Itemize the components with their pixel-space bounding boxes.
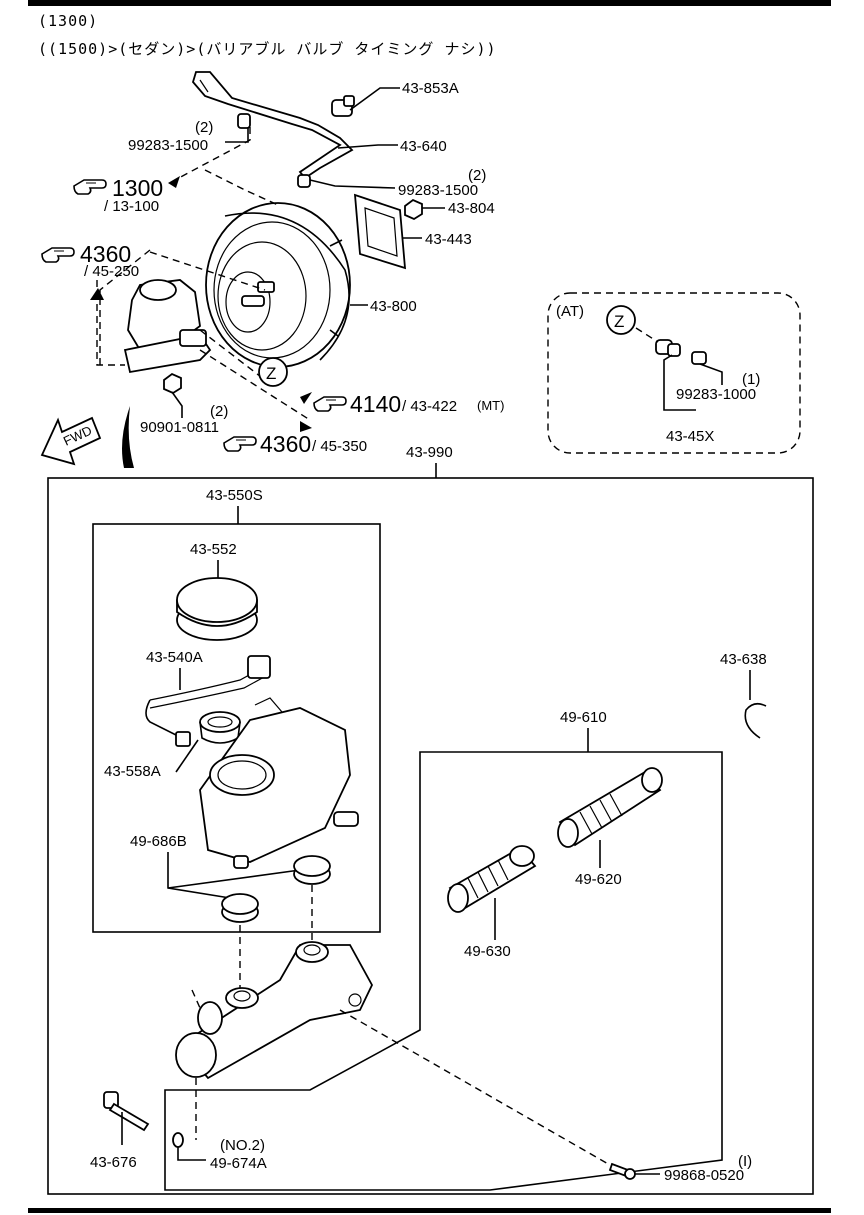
piston-kit-box [164,751,723,1191]
label-43-550S: 43-550S [206,487,263,504]
header-line-1: (1300) [38,12,99,30]
qty-label-b: (2) [468,167,486,184]
header-line-2: ((1500)>(セダン)>(バリアブル バルブ タイミング ナシ)) [38,40,497,58]
level-sensor-part [145,655,271,747]
upper-dashed-lines [96,127,311,421]
label-90901-0811: 90901-0811 [140,419,219,436]
fwd-arrow: FWD [40,406,134,468]
label-43-640: 43-640 [400,138,447,155]
qty-label-c: (2) [210,403,228,420]
primary-piston-part [447,845,537,913]
reservoir-tank-part [199,697,359,869]
o-ring-part [172,1132,184,1148]
label-43-804: 43-804 [448,200,495,217]
reservoir-kit-box [92,523,381,933]
master-cylinder-small [123,279,212,374]
label-99868-0520: 99868-0520 [664,1167,744,1184]
top-border [28,0,831,6]
label-43-540A: 43-540A [146,649,203,666]
label-43-558A: 43-558A [104,763,161,780]
stop-bolt-part [103,1091,150,1132]
label-99283-1000: 99283-1000 [676,386,756,403]
arrow-markers [90,176,312,432]
label-99283-1500-a: 99283-1500 [128,137,208,154]
ref-4140: 4140 / 43-422 (MT) [313,391,504,417]
qty-label-a: (2) [195,119,213,136]
ref-4360b-num: 4360 [260,431,311,457]
label-43-45X: 43-45X [666,428,714,445]
ref-4360-b: 4360 / 45-350 [223,431,367,457]
z-marker-circle-main [258,357,288,387]
screw-part [608,1162,636,1180]
grommet-a [221,893,259,923]
label-49-686B: 49-686B [130,833,187,850]
ref-4360b-sub: / 45-350 [312,438,367,455]
check-valve-part [331,95,355,117]
at-fitting-part [655,339,707,365]
label-43-990: 43-990 [406,444,453,461]
label-43-676: 43-676 [90,1154,137,1171]
reservoir-seal-part [199,711,241,744]
label-43-853A: 43-853A [402,80,459,97]
label-49-630: 49-630 [464,943,511,960]
ref-4140-mt: (MT) [477,398,504,413]
ref-1300-sub: / 13-100 [104,198,159,215]
ref-1300-num: 1300 [112,175,163,201]
ref-4360a-num: 4360 [80,241,131,267]
label-49-620: 49-620 [575,871,622,888]
label-43-552: 43-552 [190,541,237,558]
label-43-443: 43-443 [425,231,472,248]
gasket-part [353,193,407,270]
hose-clip-b [297,174,311,188]
label-no2: (NO.2) [220,1137,265,1154]
brake-booster-part [205,202,351,368]
at-detail-box [547,292,801,454]
label-49-610: 49-610 [560,709,607,726]
ref-4140-num: 4140 [350,391,401,417]
label-49-674A: 49-674A [210,1155,267,1172]
nut-part [404,198,423,221]
qty-label-e: (I) [738,1153,752,1170]
hose-clip-a [237,113,251,129]
z-marker-circle-at [606,305,636,335]
snap-ring-part [744,702,767,739]
label-43-638: 43-638 [720,651,767,668]
reservoir-cap-part [176,577,258,641]
secondary-piston-part [557,767,663,848]
grommet-b [293,855,331,885]
bottom-border [28,1208,831,1213]
qty-label-d: (1) [742,371,760,388]
ref-4360-a: 4360 / 45-250 [41,241,139,280]
label-99283-1500-b: 99283-1500 [398,182,478,199]
nut-small-part [163,372,182,395]
label-43-800: 43-800 [370,298,417,315]
at-label: (AT) [556,303,584,320]
vacuum-hose-part [191,71,354,180]
master-cylinder-body [175,941,374,1080]
z-marker-main: Z [266,364,276,383]
z-marker-at: Z [614,312,624,331]
ref-1300: 1300 / 13-100 [73,175,163,215]
upper-leaders [171,87,723,418]
kit-box-43-990 [47,477,814,1195]
ref-4140-sub: / 43-422 [402,398,457,415]
ref-4360a-sub: / 45-250 [84,263,139,280]
